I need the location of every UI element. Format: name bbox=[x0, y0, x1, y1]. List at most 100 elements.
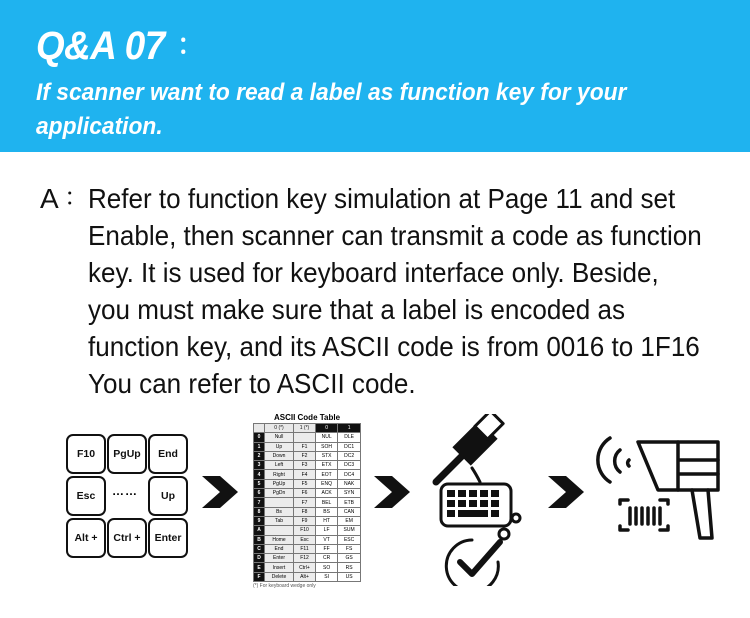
key-f10: F10 bbox=[66, 434, 106, 474]
row-hex-cell: F bbox=[253, 571, 265, 583]
table-cell: Left bbox=[263, 460, 295, 471]
table-cell: STX bbox=[314, 450, 339, 462]
table-cell: PgDn bbox=[263, 488, 295, 499]
table-cell: End bbox=[263, 543, 295, 555]
row-hex-cell: 5 bbox=[253, 478, 265, 490]
table-cell: US bbox=[337, 571, 361, 583]
table-cell: EOT bbox=[314, 469, 339, 480]
table-cell: Tab bbox=[263, 515, 295, 527]
table-cell: DC1 bbox=[337, 441, 361, 452]
table-cell: DLE bbox=[337, 432, 361, 443]
table-cell: F7 bbox=[293, 497, 316, 508]
table-cell: Insert bbox=[263, 562, 295, 573]
table-cell: VT bbox=[314, 534, 339, 545]
key-pgup: PgUp bbox=[107, 434, 147, 474]
usb-keyboard-check-icon bbox=[432, 414, 522, 586]
key-end: End bbox=[148, 434, 188, 474]
table-cell: Home bbox=[263, 534, 295, 545]
key-enter: Enter bbox=[148, 518, 188, 558]
key-esc: Esc bbox=[66, 476, 106, 516]
question-banner: Q&A 07 ： If scanner want to read a label … bbox=[0, 0, 750, 152]
table-cell: CR bbox=[314, 553, 339, 564]
chevron-right-icon bbox=[374, 476, 410, 508]
table-cell: ETB bbox=[337, 497, 361, 508]
table-cell bbox=[293, 432, 316, 443]
key-alt: Alt + bbox=[66, 518, 106, 558]
key-ellipsis: …… bbox=[112, 484, 138, 498]
table-cell: EM bbox=[337, 515, 361, 527]
table-cell: Alt+ bbox=[293, 571, 316, 583]
table-cell bbox=[263, 497, 295, 508]
table-cell: SO bbox=[314, 562, 339, 573]
table-cell: F2 bbox=[293, 450, 316, 462]
table-cell: Right bbox=[263, 469, 295, 480]
table-cell: FS bbox=[337, 543, 361, 555]
row-hex-cell: 2 bbox=[253, 450, 265, 462]
ascii-table-title: ASCII Code Table bbox=[273, 413, 341, 422]
table-header-cell: 0 bbox=[314, 422, 339, 434]
table-cell: Up bbox=[263, 441, 295, 452]
table-cell: LF bbox=[314, 525, 339, 536]
table-header-cell: 0 (*) bbox=[263, 422, 295, 434]
chevron-right-icon bbox=[202, 476, 238, 508]
table-cell: DC2 bbox=[337, 450, 361, 462]
table-cell: ACK bbox=[314, 488, 339, 499]
table-header-cell: 1 (*) bbox=[293, 422, 316, 434]
table-cell: Bs bbox=[263, 506, 295, 517]
table-header-cell bbox=[253, 422, 265, 434]
table-cell: F4 bbox=[293, 469, 316, 480]
table-cell: ESC bbox=[337, 534, 361, 545]
row-hex-cell: 4 bbox=[253, 469, 265, 480]
row-hex-cell: 1 bbox=[253, 441, 265, 452]
table-cell: F5 bbox=[293, 478, 316, 490]
table-cell: ETX bbox=[314, 460, 339, 471]
table-cell: F1 bbox=[293, 441, 316, 452]
row-hex-cell: C bbox=[253, 543, 265, 555]
table-cell: CAN bbox=[337, 506, 361, 517]
table-cell: F8 bbox=[293, 506, 316, 517]
ascii-table-note: (*) For keyboard wedge only bbox=[253, 583, 316, 590]
row-hex-cell: A bbox=[253, 525, 265, 536]
table-cell: Ctrl+ bbox=[293, 562, 316, 573]
title-colon: ： bbox=[177, 32, 200, 59]
table-cell: Delete bbox=[263, 571, 295, 583]
table-cell: NAK bbox=[337, 478, 361, 490]
row-hex-cell: D bbox=[253, 553, 265, 564]
table-cell: F6 bbox=[293, 488, 316, 499]
table-cell: SUM bbox=[337, 525, 361, 536]
answer-letter: A bbox=[40, 183, 59, 214]
key-up: Up bbox=[148, 476, 188, 516]
qa-number: Q&A 07 bbox=[36, 24, 165, 68]
row-hex-cell: 8 bbox=[253, 506, 265, 517]
table-cell: DC3 bbox=[337, 460, 361, 471]
question-text: If scanner want to read a label as funct… bbox=[36, 79, 627, 140]
table-cell: F11 bbox=[293, 543, 316, 555]
table-cell: Esc bbox=[293, 534, 316, 545]
row-hex-cell: 0 bbox=[253, 432, 265, 443]
barcode-scanner-icon bbox=[596, 436, 720, 540]
table-cell: PgUp bbox=[263, 478, 295, 490]
key-ctrl: Ctrl + bbox=[107, 518, 147, 558]
table-cell: SOH bbox=[314, 441, 339, 452]
answer-colon: ： bbox=[64, 187, 85, 209]
table-cell: BS bbox=[314, 506, 339, 517]
table-cell: HT bbox=[314, 515, 339, 527]
table-cell: RS bbox=[337, 562, 361, 573]
table-cell: SI bbox=[314, 571, 339, 583]
row-hex-cell: 6 bbox=[253, 488, 265, 499]
row-hex-cell: 9 bbox=[253, 515, 265, 527]
